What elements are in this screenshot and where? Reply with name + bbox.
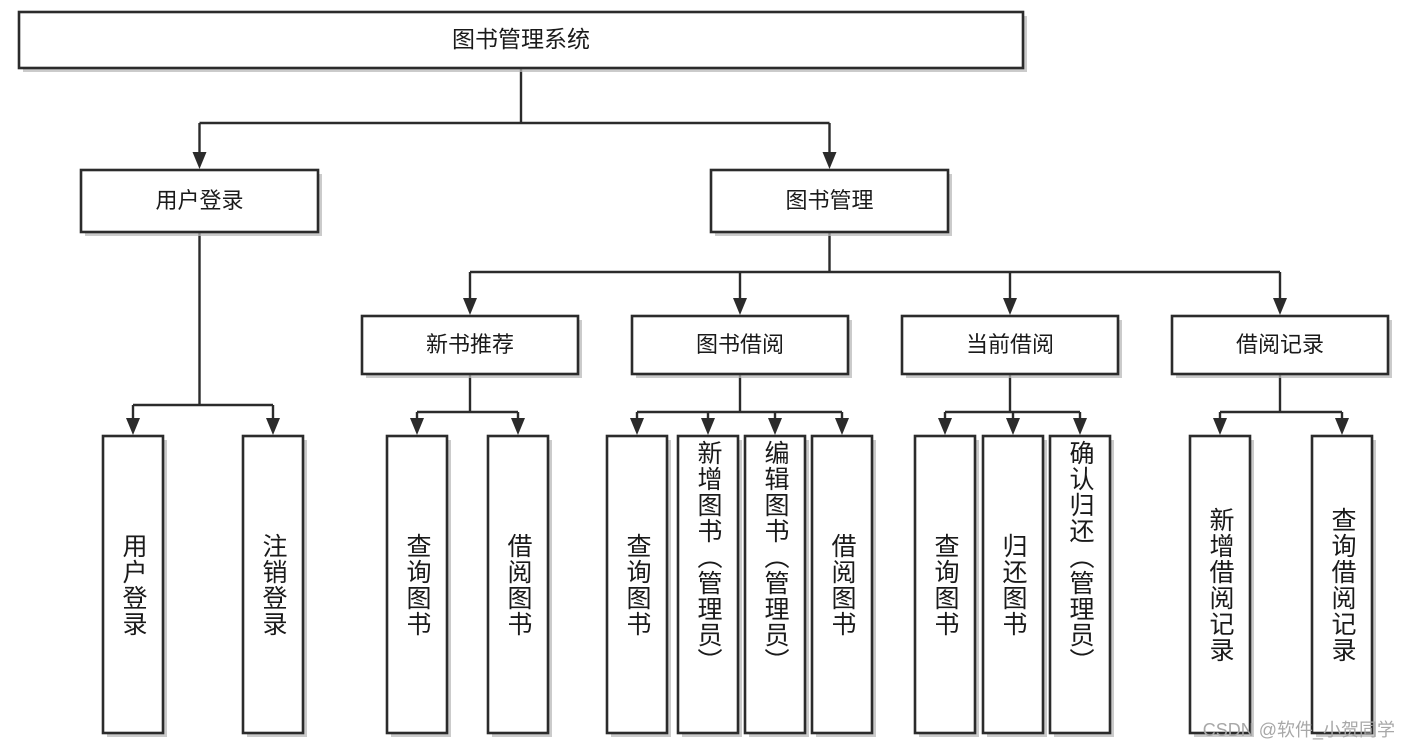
node-level3-label-0: 新书推荐	[426, 332, 514, 357]
node-root-label: 图书管理系统	[452, 26, 590, 52]
arrow-head-icon	[1335, 418, 1349, 435]
node-leaf-3[interactable]	[486, 434, 550, 735]
node-level3-label-2: 当前借阅	[966, 332, 1054, 357]
node-boxes-layer	[17, 10, 1392, 737]
arrow-head-icon	[1213, 418, 1227, 435]
node-level2-label-1: 图书管理	[785, 188, 873, 213]
arrow-head-icon	[192, 152, 207, 169]
arrow-head-icon	[410, 418, 424, 435]
arrow-head-icon	[701, 418, 715, 435]
node-leaf-11[interactable]	[1188, 434, 1252, 735]
arrow-head-icon	[511, 418, 525, 435]
node-leaf-4[interactable]	[605, 434, 669, 735]
node-level3-label-1: 图书借阅	[696, 332, 784, 357]
arrow-head-icon	[1073, 418, 1087, 435]
node-level3-1[interactable]	[630, 314, 850, 376]
arrow-head-icon	[126, 418, 140, 435]
arrow-head-icon	[1273, 298, 1287, 315]
node-level2-0[interactable]	[79, 168, 320, 234]
node-level3-label-3: 借阅记录	[1236, 332, 1324, 357]
arrow-head-icon	[768, 418, 782, 435]
node-leaf-12[interactable]	[1310, 434, 1374, 735]
arrow-head-icon	[938, 418, 952, 435]
node-leaf-0[interactable]	[101, 434, 165, 735]
arrow-head-icon	[266, 418, 280, 435]
node-leaf-7[interactable]	[810, 434, 874, 735]
arrow-head-icon	[835, 418, 849, 435]
node-leaf-6[interactable]	[743, 434, 807, 735]
node-root[interactable]	[17, 10, 1025, 70]
node-leaf-2[interactable]	[385, 434, 449, 735]
node-leaf-5[interactable]	[676, 434, 740, 735]
node-leaf-10[interactable]	[1048, 434, 1112, 735]
arrow-head-icon	[463, 298, 477, 315]
node-level3-0[interactable]	[360, 314, 580, 376]
node-level2-1[interactable]	[709, 168, 950, 234]
arrow-head-icon	[630, 418, 644, 435]
arrow-head-icon	[1006, 418, 1020, 435]
arrow-head-icon	[822, 152, 837, 169]
node-level3-2[interactable]	[900, 314, 1120, 376]
node-level3-3[interactable]	[1170, 314, 1390, 376]
node-leaf-1[interactable]	[241, 434, 305, 735]
connectors-layer	[126, 68, 1349, 435]
node-level2-label-0: 用户登录	[155, 188, 243, 213]
node-leaf-8[interactable]	[913, 434, 977, 735]
arrow-head-icon	[733, 298, 747, 315]
arrow-head-icon	[1003, 298, 1017, 315]
node-leaf-9[interactable]	[981, 434, 1045, 735]
